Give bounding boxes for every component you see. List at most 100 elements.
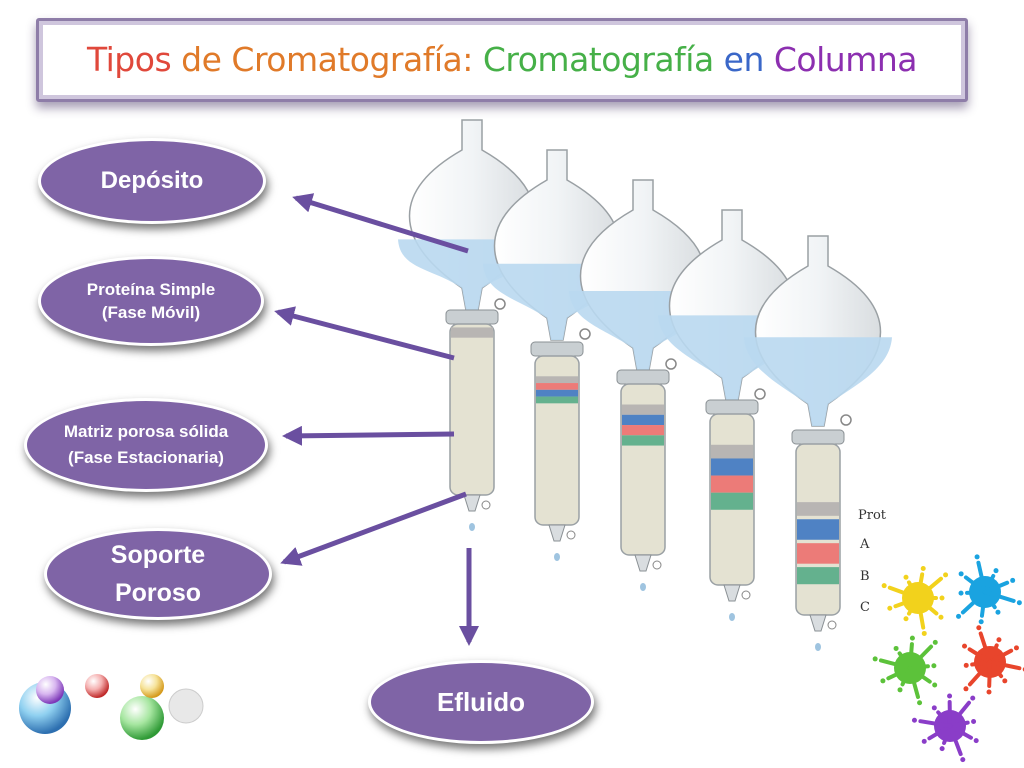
label-deposito-text: Depósito [100, 167, 204, 194]
column-tip-4 [723, 584, 741, 602]
splash-dot-2-4 [958, 571, 964, 577]
column-tip-2 [548, 524, 566, 542]
column-band-5-1 [797, 502, 839, 516]
column-band-3-2 [622, 414, 664, 426]
paint-splash-2 [956, 554, 1022, 625]
splash-ray-3-5 [908, 644, 934, 670]
splash-ray-2-8 [983, 590, 1016, 603]
column-band-3-4 [622, 435, 664, 446]
splash-dot-4-6 [1002, 678, 1008, 684]
chromatography-columns [398, 119, 892, 651]
column-stopcock-4 [741, 590, 751, 600]
paint-splash-5 [911, 693, 979, 763]
splash-dot-2-5 [974, 554, 980, 560]
label-matriz-text: Matriz porosa sólida (Fase Estacionaria) [63, 422, 229, 467]
splash-ray-4-8 [967, 660, 992, 687]
splash-dot-5-1 [947, 693, 953, 699]
funnel-stopcock-3 [665, 358, 677, 370]
splash-ray-5-2 [948, 700, 971, 728]
column-band-2-4 [536, 396, 578, 404]
splash-ray-4-7 [987, 660, 992, 688]
funnel-stopcock-5 [840, 414, 852, 426]
arrow-proteina [274, 306, 455, 361]
column-tube-1 [449, 323, 495, 496]
column-drop-4 [729, 613, 735, 621]
column-band-1-1 [451, 327, 493, 338]
column-stopper-4 [705, 399, 759, 415]
splash-dot-3-1 [880, 678, 886, 684]
splash-ray-4-1 [967, 647, 992, 664]
splash-dot-5-8 [911, 717, 917, 723]
splash-dot-5-4 [973, 738, 979, 744]
label-proteina: Proteína Simple (Fase Móvil) [38, 256, 264, 346]
splash-dot-1-2 [921, 630, 927, 636]
paint-splash-4 [962, 625, 1024, 695]
splash-dot-1-6 [903, 574, 909, 580]
splash-dot-5-2 [970, 695, 976, 701]
column-drop-3 [640, 583, 646, 591]
splash-ray-3-2 [878, 658, 912, 670]
column-drop-5 [815, 643, 821, 651]
column-stopcock-1 [481, 500, 491, 510]
title-word-4: Cromatografía [482, 40, 714, 79]
splash-dot-3-2 [872, 656, 878, 662]
sphere-white [168, 688, 204, 724]
column-band-3-1 [622, 404, 664, 415]
arrow-soporte [280, 491, 467, 566]
title-box: Tipos de Cromatografía: Cromatografía en… [36, 18, 968, 102]
column-apparatus-1 [398, 119, 546, 531]
splash-dot-1-8 [943, 572, 949, 578]
splash-dot-1-0 [939, 595, 945, 601]
arrow-deposito [292, 193, 469, 254]
splash-ray-1-5 [887, 585, 920, 600]
decorative-spheres [19, 674, 204, 740]
splash-dot-3-0 [897, 687, 903, 693]
splash-dot-2-6 [993, 568, 999, 574]
title-word-2: de [181, 40, 222, 79]
splash-dot-4-2 [976, 625, 982, 631]
column-apparatus-5 [744, 235, 892, 651]
sphere-green [120, 696, 164, 740]
splash-ray-1-4 [893, 596, 920, 609]
splash-dot-2-3 [958, 590, 964, 596]
paint-splash-3 [872, 635, 938, 706]
column-band-3-3 [622, 425, 664, 436]
column-stopper-1 [445, 309, 499, 325]
splash-dot-5-0 [931, 705, 937, 711]
column-tip-1 [463, 494, 481, 512]
splash-ray-5-5 [948, 724, 963, 757]
splash-ray-3-1 [886, 666, 912, 681]
column-drop-2 [554, 553, 560, 561]
splash-ray-3-8 [908, 666, 920, 699]
splash-dot-1-1 [938, 614, 944, 620]
splash-dot-4-0 [963, 662, 969, 668]
splash-ray-2-7 [983, 580, 1010, 594]
column-band-2-1 [536, 376, 578, 384]
column-tip-5 [809, 614, 827, 632]
splash-ray-5-4 [948, 724, 973, 740]
page-title: Tipos de Cromatografía: Cromatografía en… [57, 35, 947, 85]
splash-ray-4-2 [978, 631, 992, 664]
funnel-stopcock-2 [579, 328, 591, 340]
splash-dot-4-3 [996, 637, 1002, 643]
legend-b: B [860, 569, 870, 584]
label-soporte: Soporte Poroso [44, 528, 272, 620]
splash-ray-3-4 [908, 642, 914, 670]
label-arrows [274, 193, 479, 646]
splash-dot-3-6 [931, 663, 937, 669]
splash-dot-3-3 [893, 645, 899, 651]
splash-dot-2-8 [1016, 600, 1022, 606]
label-proteina-text: Proteína Simple (Fase Móvil) [86, 280, 216, 322]
splash-dot-2-0 [995, 609, 1001, 615]
legend-c: C [860, 600, 870, 615]
splash-dot-5-5 [960, 757, 966, 763]
column-band-5-4 [797, 567, 839, 585]
column-tip-3 [634, 554, 652, 572]
sphere-purple [36, 676, 64, 704]
splash-ray-2-1 [979, 590, 987, 618]
splash-dot-5-3 [971, 718, 977, 724]
column-apparatus-3 [569, 179, 717, 591]
column-band-2-3 [536, 389, 578, 397]
legend-a: A [860, 537, 870, 552]
splash-dot-1-5 [881, 583, 887, 589]
